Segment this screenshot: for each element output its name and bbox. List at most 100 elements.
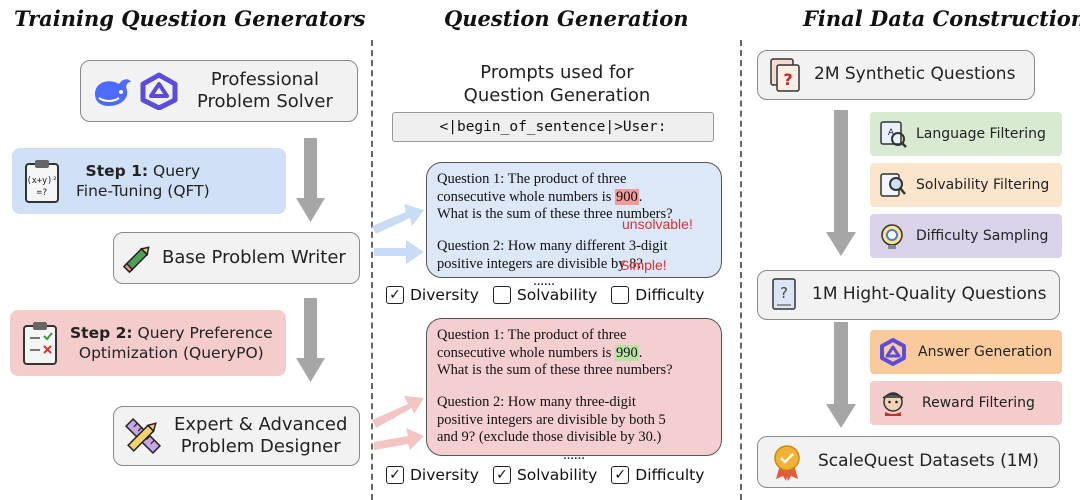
- base-writer-label: Base Problem Writer: [162, 246, 346, 268]
- difficulty-label: Difficulty: [635, 286, 705, 304]
- step2-line1: Query Preference: [132, 323, 273, 342]
- synthetic-questions-box: ? 2M Synthetic Questions: [757, 50, 1035, 100]
- magnifier-doc-icon: [880, 173, 906, 197]
- q1-line2-text: consecutive whole numbers is: [437, 188, 615, 205]
- diversity-label: Diversity: [410, 286, 479, 304]
- solvability-checkbox: ✓: [492, 466, 511, 484]
- section-title-final: Final Data Construction: [803, 6, 1080, 31]
- difficulty-label: Difficulty: [635, 466, 705, 484]
- step2-box: Step 2: Query Preference Optimization (Q…: [10, 310, 286, 376]
- check-row-expert: ✓ Diversity ✓ Solvability ✓ Difficulty: [386, 466, 704, 484]
- checklist-clipboard-icon: [23, 322, 57, 365]
- svg-text:A: A: [888, 128, 895, 138]
- q1-line5: positive integers are divisible by 8?: [437, 255, 643, 272]
- high-quality-label: 1M Hight-Quality Questions: [812, 284, 1047, 305]
- q1-line3: What is the sum of these three numbers?: [437, 206, 673, 223]
- datasets-label: ScaleQuest Datasets (1M): [818, 451, 1039, 472]
- solvability-label: Solvability: [516, 286, 598, 304]
- arrow-writer-to-q1: [372, 204, 424, 234]
- unsolvable-note: unsolvable!: [622, 216, 693, 232]
- q2-correct-value: 990: [615, 344, 639, 361]
- expert-designer-label: Expert & Advanced Problem Designer: [174, 414, 347, 459]
- step1-label: Step 1: Query Fine-Tuning (QFT): [76, 161, 210, 201]
- check-row-base: ✓ Diversity Solvability Difficulty: [386, 286, 704, 304]
- arrow-designer-to-q4: [374, 428, 424, 450]
- svg-text:?: ?: [780, 284, 788, 302]
- formula-clipboard-icon: (x+y)² =?: [25, 160, 59, 203]
- step2-line2: Optimization (QueryPO): [78, 344, 264, 362]
- step1-tag: Step 1:: [85, 161, 149, 180]
- solvability-filtering-label: Solvability Filtering: [916, 177, 1050, 193]
- prompt-caption-line1: Prompts used for: [480, 62, 634, 83]
- divider-left: [371, 40, 373, 500]
- datasets-box: ScaleQuest Datasets (1M): [757, 436, 1060, 488]
- reward-filtering-step: Reward Filtering: [870, 381, 1062, 425]
- designer-line2: Problem Designer: [180, 436, 341, 457]
- diversity-label: Diversity: [410, 466, 479, 484]
- q1-wrong-value: 900: [615, 188, 639, 205]
- diversity-checkbox: ✓: [386, 466, 404, 484]
- professional-solver-box: Professional Problem Solver: [80, 60, 358, 122]
- answer-generation-step: Answer Generation: [870, 330, 1062, 374]
- solver-line1: Professional: [210, 68, 320, 90]
- question-cards-icon: ?: [770, 58, 800, 92]
- solvability-filtering-step: Solvability Filtering: [870, 163, 1062, 207]
- solvability-checkbox: [492, 286, 511, 304]
- difficulty-sampling-label: Difficulty Sampling: [916, 228, 1049, 244]
- arrow-designer-to-q3: [372, 396, 424, 428]
- svg-text:?: ?: [783, 70, 792, 89]
- language-filtering-label: Language Filtering: [916, 126, 1046, 142]
- q2-line2-end: .: [638, 344, 643, 361]
- prompt-caption: Prompts used for Question Generation: [392, 62, 722, 107]
- lightbulb-icon: [881, 224, 903, 249]
- q1-line2-end: .: [638, 188, 643, 205]
- prompt-caption-line2: Question Generation: [463, 84, 651, 106]
- question-box-base: Question 1: The product of three consecu…: [426, 162, 722, 289]
- star-logo-icon: [140, 72, 178, 110]
- q2-line5: positive integers are divisible by both …: [437, 411, 666, 428]
- step2-label: Step 2: Query Preference Optimization (Q…: [70, 323, 273, 363]
- whale-logo-icon: [95, 79, 131, 106]
- q2-ellipsis: ......: [563, 447, 585, 464]
- q1-line2: consecutive whole numbers is 900.: [437, 188, 711, 207]
- ruler-pencil-icon: [124, 417, 162, 455]
- step2-tag: Step 2:: [70, 323, 133, 342]
- step1-box: (x+y)² =? Step 1: Query Fine-Tuning (QFT…: [12, 148, 286, 214]
- star-logo-icon: [880, 338, 906, 366]
- arrow-writer-to-q2: [374, 240, 424, 264]
- reward-filtering-label: Reward Filtering: [922, 395, 1035, 411]
- difficulty-sampling-step: Difficulty Sampling: [870, 214, 1062, 258]
- arrow-writer-to-designer: [296, 298, 325, 382]
- section-title-training: Training Question Generators: [14, 6, 366, 31]
- solvability-label: Solvability: [516, 466, 598, 484]
- difficulty-checkbox: [611, 286, 630, 304]
- svg-text:=?: =?: [37, 188, 48, 198]
- base-writer-box: Base Problem Writer: [113, 232, 360, 284]
- step1-line1: Query: [148, 161, 201, 180]
- language-icon: A: [880, 121, 907, 148]
- divider-right: [740, 40, 742, 500]
- high-quality-box: ? 1M Hight-Quality Questions: [757, 270, 1060, 320]
- synthetic-questions-label: 2M Synthetic Questions: [814, 64, 1016, 85]
- diversity-checkbox: ✓: [386, 286, 404, 304]
- svg-text:(x+y)²: (x+y)²: [27, 176, 58, 186]
- expert-designer-box: Expert & Advanced Problem Designer: [113, 406, 360, 466]
- solver-line2: Problem Solver: [197, 91, 333, 112]
- professional-solver-label: Professional Problem Solver: [197, 69, 333, 114]
- award-badge-icon: [774, 445, 800, 481]
- q2-line3: What is the sum of these three numbers?: [437, 362, 673, 379]
- step1-line2: Fine-Tuning (QFT): [76, 182, 210, 200]
- q2-line4: Question 2: How many three-digit: [437, 394, 636, 411]
- q1-line1: Question 1: The product of three: [437, 171, 627, 187]
- difficulty-checkbox: ✓: [611, 466, 630, 484]
- question-box-expert: Question 1: The product of three consecu…: [426, 318, 722, 463]
- q2-line6: and 9? (exclude those divisible by 30.): [437, 429, 662, 446]
- q2-line1: Question 1: The product of three: [437, 327, 627, 343]
- designer-line1: Expert & Advanced: [174, 413, 348, 435]
- arrow-synthetic-to-hq: [826, 110, 856, 256]
- pencil-icon: [122, 246, 150, 274]
- language-filtering-step: A Language Filtering: [870, 112, 1062, 156]
- q2-line2: consecutive whole numbers is 990.: [437, 344, 711, 363]
- answer-generation-label: Answer Generation: [918, 344, 1053, 360]
